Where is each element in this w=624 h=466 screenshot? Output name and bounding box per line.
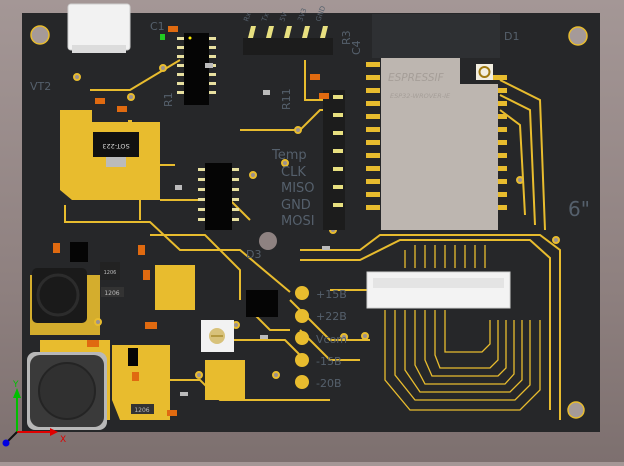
svg-text:1206: 1206 [104, 270, 117, 276]
silkscreen-refs: VT2 R1 C1 R11 R3 C4 D3 [30, 20, 363, 261]
header-label: Tx [260, 12, 271, 24]
silk-size-mark: 6" [568, 197, 590, 221]
mounting-holes [30, 25, 588, 419]
module-model: ESP32-WROVER-IE [390, 92, 451, 100]
ic-soic8 [246, 290, 278, 317]
regulator-sot223: SOT-223 [93, 132, 139, 167]
inductor-medium [32, 268, 87, 323]
svg-text:VT2: VT2 [30, 80, 51, 93]
trimmer-potentiometer[interactable] [201, 320, 234, 352]
axis-y-label: Y [12, 380, 19, 390]
axis-x-label: X [60, 435, 66, 445]
svg-text:CLK: CLK [281, 165, 306, 180]
regulator-package-label: SOT-223 [102, 142, 129, 150]
pin-header[interactable]: Rx Tx 5V 3V3 GND [242, 5, 333, 55]
svg-text:GND: GND [281, 198, 311, 213]
fpc-fanout-traces [384, 245, 541, 411]
svg-text:1206: 1206 [104, 290, 119, 297]
power-labels: +15B +22B Vcom -15B -20B [316, 288, 347, 390]
svg-text:Vcom: Vcom [316, 333, 347, 346]
ic-sot23 [70, 242, 88, 262]
svg-text:-20B: -20B [316, 377, 342, 390]
svg-text:C1: C1 [150, 20, 165, 33]
smd-1206-parts: 1206 1206 1206 [100, 262, 154, 414]
svg-text:Temp: Temp [271, 148, 307, 163]
svg-text:+15B: +15B [316, 288, 347, 301]
module-brand: ESPRESSIF [388, 72, 445, 84]
ics [70, 33, 278, 366]
header-label: 5V [278, 11, 289, 23]
silk-d1: D1 [504, 30, 519, 43]
axis-gizmo: Y X [2, 380, 66, 447]
spi-header[interactable] [323, 90, 345, 230]
esp32-module[interactable]: ESPRESSIF ESP32-WROVER-IE D1 6" [366, 14, 590, 230]
pin1-marker [188, 36, 192, 40]
power-test-pads [295, 286, 309, 389]
svg-text:D3: D3 [246, 248, 261, 261]
header-label: Rx [242, 11, 253, 22]
svg-text:MISO: MISO [281, 181, 315, 196]
svg-text:R1: R1 [162, 92, 175, 107]
svg-text:-15B: -15B [316, 355, 342, 368]
ic-u2 [205, 163, 232, 230]
svg-text:R11: R11 [280, 88, 293, 110]
spi-labels: Temp CLK MISO GND MOSI [271, 148, 315, 229]
ic-u1 [184, 33, 209, 105]
led-green [160, 34, 165, 40]
svg-text:MOSI: MOSI [281, 214, 315, 229]
svg-text:R3: R3 [340, 30, 353, 45]
usb-c-connector[interactable] [67, 3, 131, 53]
fpc-display-connector[interactable] [366, 271, 511, 309]
svg-text:1206: 1206 [134, 407, 149, 414]
esp32-shield-can [381, 58, 498, 230]
ic-sot23-b [128, 348, 138, 366]
svg-text:+22B: +22B [316, 310, 347, 323]
passive-components [53, 26, 330, 416]
svg-text:C4: C4 [350, 40, 363, 55]
inductor-large [27, 352, 107, 430]
vias [73, 64, 560, 379]
antenna-connector-icon [478, 66, 491, 78]
